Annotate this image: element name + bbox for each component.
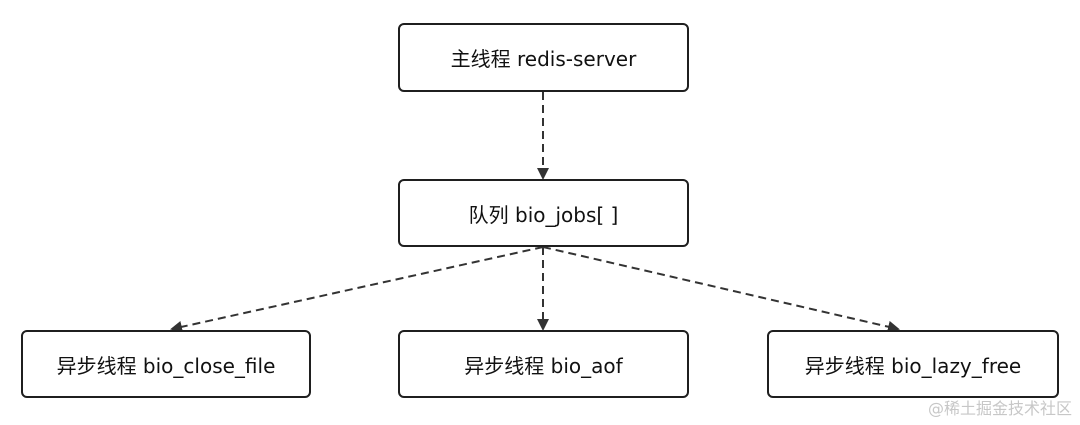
node-bio-lazy-free: 异步线程 bio_lazy_free [767, 330, 1059, 398]
node-bio-aof: 异步线程 bio_aof [398, 330, 689, 398]
node-bio-lazy-free-label: 异步线程 bio_lazy_free [804, 353, 1022, 378]
edge-queue-to-lazy_free [542, 246, 900, 333]
node-bio-close-file: 异步线程 bio_close_file [21, 330, 311, 398]
node-bio-close-file-label: 异步线程 bio_close_file [56, 353, 276, 378]
edge-queue-to-close_file [170, 246, 544, 333]
node-main-thread-label: 主线程 redis-server [450, 47, 637, 71]
node-queue: 队列 bio_jobs[ ] [398, 179, 689, 247]
node-queue-label: 队列 bio_jobs[ ] [468, 202, 619, 227]
watermark: @稀土掘金技术社区 [927, 399, 1072, 418]
node-main-thread: 主线程 redis-server [398, 23, 689, 92]
node-bio-aof-label: 异步线程 bio_aof [464, 353, 623, 378]
